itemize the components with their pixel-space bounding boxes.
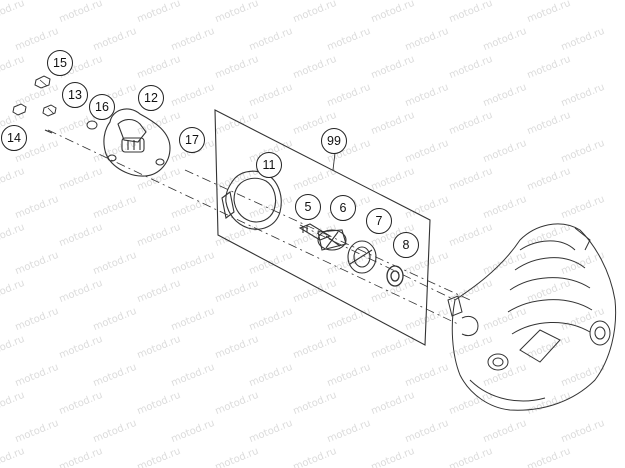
kit-99-frame xyxy=(214,109,431,346)
ring-8 xyxy=(386,265,404,287)
callout-99[interactable]: 99 xyxy=(321,128,347,154)
callout-7[interactable]: 7 xyxy=(366,208,392,234)
callout-17[interactable]: 17 xyxy=(179,127,205,153)
bolt-13 xyxy=(42,104,57,117)
impeller-6 xyxy=(317,229,347,251)
callout-14[interactable]: 14 xyxy=(1,125,27,151)
callout-12[interactable]: 12 xyxy=(138,85,164,111)
shaft-5 xyxy=(298,223,332,241)
bolt-14 xyxy=(12,103,27,116)
axis-line-pump xyxy=(299,224,456,301)
callout-11[interactable]: 11 xyxy=(256,152,282,178)
callout-5[interactable]: 5 xyxy=(295,194,321,220)
axis-line-main xyxy=(47,129,461,326)
crankcase xyxy=(447,223,617,411)
bolt-15 xyxy=(34,75,51,89)
callout-16[interactable]: 16 xyxy=(89,94,115,120)
callout-15[interactable]: 15 xyxy=(47,50,73,76)
washer-16 xyxy=(86,120,98,130)
callout-13[interactable]: 13 xyxy=(62,82,88,108)
callout-6[interactable]: 6 xyxy=(330,195,356,221)
callout-8[interactable]: 8 xyxy=(393,232,419,258)
seal-7 xyxy=(347,240,377,274)
leader-99 xyxy=(332,152,336,171)
gasket-11 xyxy=(221,170,282,230)
pump-cover-12 xyxy=(103,108,171,177)
